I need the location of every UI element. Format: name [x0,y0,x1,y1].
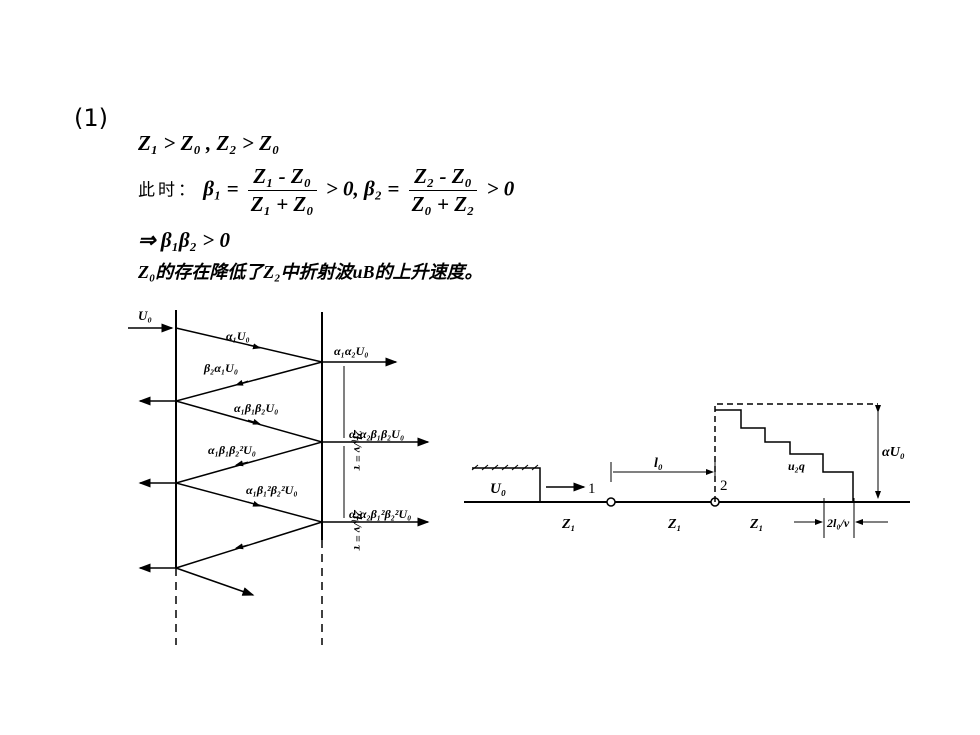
condition-line: Z₁ > Z₀ , Z₂ > Z₀ [138,131,279,156]
transmit-label-2: α₁α₂β₁β₂U₀ [349,427,404,441]
fraction-beta1: Z₁ - Z₀ Z₁ + Z₀ [247,164,317,217]
impedance-right: Z₁ [749,517,763,532]
fraction-beta2-denominator: Z₀ + Z₂ [411,192,475,216]
lattice-diagram: U₀ α₁U₀ β₂α₁U₀ α₁β₁β₂U₀ α₁β₁β₂²U₀ α₁β₁²β… [128,308,430,645]
wave-label-3: α₁β₁β₂U₀ [234,401,278,415]
length-label: l₀ [654,456,663,471]
wave-arrow-2 [235,379,249,386]
transmit-label-3: α₁α₂β₁²β₂²U₀ [349,507,411,521]
fraction-beta1-numerator: Z₁ - Z₀ [247,164,317,191]
implication-line: ⇒ β₁β₂ > 0 [138,228,230,253]
fraction-beta2: Z₂ - Z₀ Z₀ + Z₂ [408,164,478,217]
wave-arrow-5 [247,500,261,507]
fraction-beta2-numerator: Z₂ - Z₀ [408,164,478,191]
final-amplitude-dashed [714,403,878,502]
node-1-label: 1 [588,481,596,497]
wave-arrow-3 [247,418,261,425]
time-label-2: 2l₀/v = τ [351,509,365,551]
continue-arrow [175,567,255,596]
prefix-label: 此时： [138,180,198,201]
wave-label-1: α₁U₀ [226,329,250,343]
wave-label-4: α₁β₁β₂²U₀ [208,443,256,457]
impedance-middle: Z₁ [667,517,681,532]
wave-label-5: α₁β₁²β₂²U₀ [246,483,298,497]
source-hatch [471,464,539,471]
conclusion-text: Z₀的存在降低了Z₂中折射波uB的上升速度。 [138,262,483,282]
node-2-label: 2 [720,478,728,494]
conclusion-line: Z₀的存在降低了Z₂中折射波uB的上升速度。 [138,258,483,284]
implication-text: ⇒ β₁β₂ > 0 [138,228,230,252]
reflection-coefficients: 此时： β₁ = Z₁ - Z₀ Z₁ + Z₀ > 0, β₂ = Z₂ - … [138,164,514,217]
staircase-wave [715,409,854,502]
wave-arrow-6 [235,543,249,550]
positive-suffix: > 0 [486,176,515,201]
step-label: 2l₀/v [826,516,850,530]
beta2-label: > 0, β₂ = [325,176,400,201]
node-1 [606,497,616,507]
part-number: (1) [74,104,108,132]
transmit-label-1: α₁α₂U₀ [334,344,369,358]
time-label-1: 2l₀/v = τ [351,429,365,471]
source-label: U₀ [138,308,152,323]
impedance-left: Z₁ [561,517,575,532]
source-label: U₀ [490,481,506,497]
condition-text: Z₁ > Z₀ , Z₂ > Z₀ [138,131,280,155]
wave-label-2: β₂α₁U₀ [203,361,238,375]
beta1-label: β₁ = [203,176,239,201]
wave-arrow-4 [235,460,249,467]
wave-arrow-1 [247,343,261,350]
wave-label: u₂q [788,459,805,473]
line-diagram: U₀ 1 2 l₀ Z₁ Z₁ Z₁ u₂q αU₀ 2l₀/v [464,403,910,538]
amplitude-label: αU₀ [882,445,905,460]
fraction-beta1-denominator: Z₁ + Z₀ [250,192,314,216]
